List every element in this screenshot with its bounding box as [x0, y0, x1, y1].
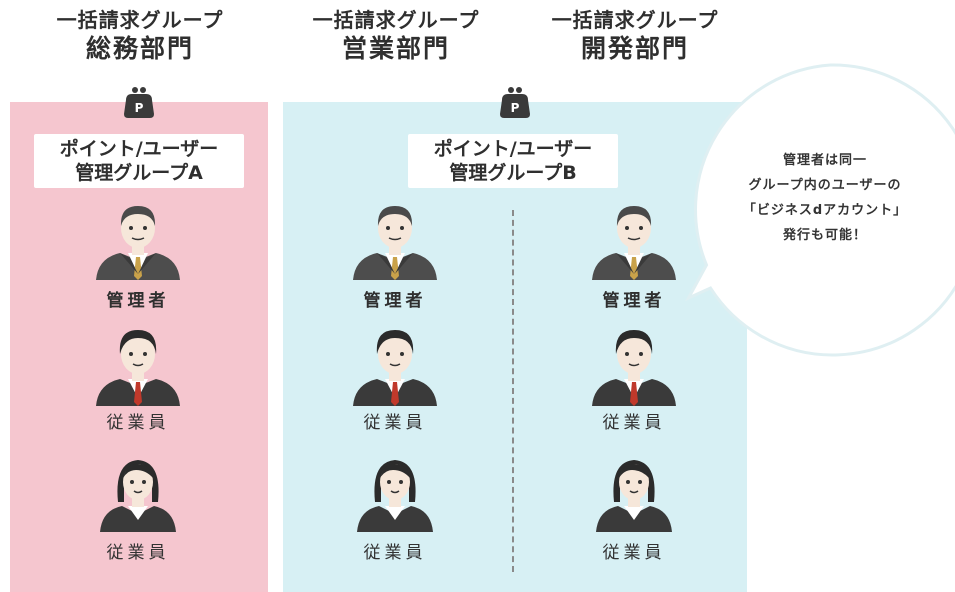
dept-name: 開発部門 [580, 34, 689, 63]
purse-icon-letter: P [135, 101, 144, 115]
dept-header-soumu: 一括請求グループ 総務部門 [20, 8, 260, 64]
role-label-admin: 管理者 [363, 291, 427, 311]
purse-icon: P [498, 86, 532, 118]
group-label-b: ポイント/ユーザー 管理グループB [408, 134, 618, 188]
staff-male-icon [90, 326, 186, 406]
speech-bubble [685, 63, 955, 357]
group-label-line2: 管理グループB [449, 162, 577, 184]
speech-line: グループ内のユーザーの [748, 178, 902, 193]
role-label-staff: 従業員 [602, 413, 666, 433]
role-label-staff: 従業員 [602, 543, 666, 563]
dept-group-label: 一括請求グループ [312, 8, 480, 32]
dept-group-label: 一括請求グループ [551, 8, 719, 32]
role-label-staff: 従業員 [106, 413, 170, 433]
role-label-staff: 従業員 [363, 543, 427, 563]
role-label-staff: 従業員 [363, 413, 427, 433]
subgroup-divider [512, 210, 514, 572]
dept-header-kaihatsu: 一括請求グループ 開発部門 [515, 8, 755, 64]
dept-name: 総務部門 [85, 34, 194, 63]
staff-male-icon [347, 326, 443, 406]
staff-female-icon [586, 452, 682, 532]
admin-person-icon [347, 200, 443, 280]
dept-name: 営業部門 [341, 34, 450, 63]
speech-line: 管理者は同一 [782, 153, 867, 168]
dept-header-eigyou: 一括請求グループ 営業部門 [276, 8, 516, 64]
group-label-line1: ポイント/ユーザー [59, 138, 219, 160]
dept-group-label: 一括請求グループ [56, 8, 224, 32]
group-label-a: ポイント/ユーザー 管理グループA [34, 134, 244, 188]
speech-bubble-text: 管理者は同一 グループ内のユーザーの 「ビジネスdアカウント」 発行も可能！ [700, 148, 950, 248]
role-label-staff: 従業員 [106, 543, 170, 563]
purse-icon: P [122, 86, 156, 118]
group-label-line2: 管理グループA [75, 162, 203, 184]
admin-person-icon [586, 200, 682, 280]
staff-female-icon [90, 452, 186, 532]
speech-line: 発行も可能！ [782, 228, 867, 243]
staff-female-icon [347, 452, 443, 532]
staff-male-icon [586, 326, 682, 406]
admin-person-icon [90, 200, 186, 280]
role-label-admin: 管理者 [602, 291, 666, 311]
role-label-admin: 管理者 [106, 291, 170, 311]
speech-line: 「ビジネスdアカウント」 [742, 203, 908, 218]
purse-icon-letter: P [511, 101, 520, 115]
group-label-line1: ポイント/ユーザー [433, 138, 593, 160]
